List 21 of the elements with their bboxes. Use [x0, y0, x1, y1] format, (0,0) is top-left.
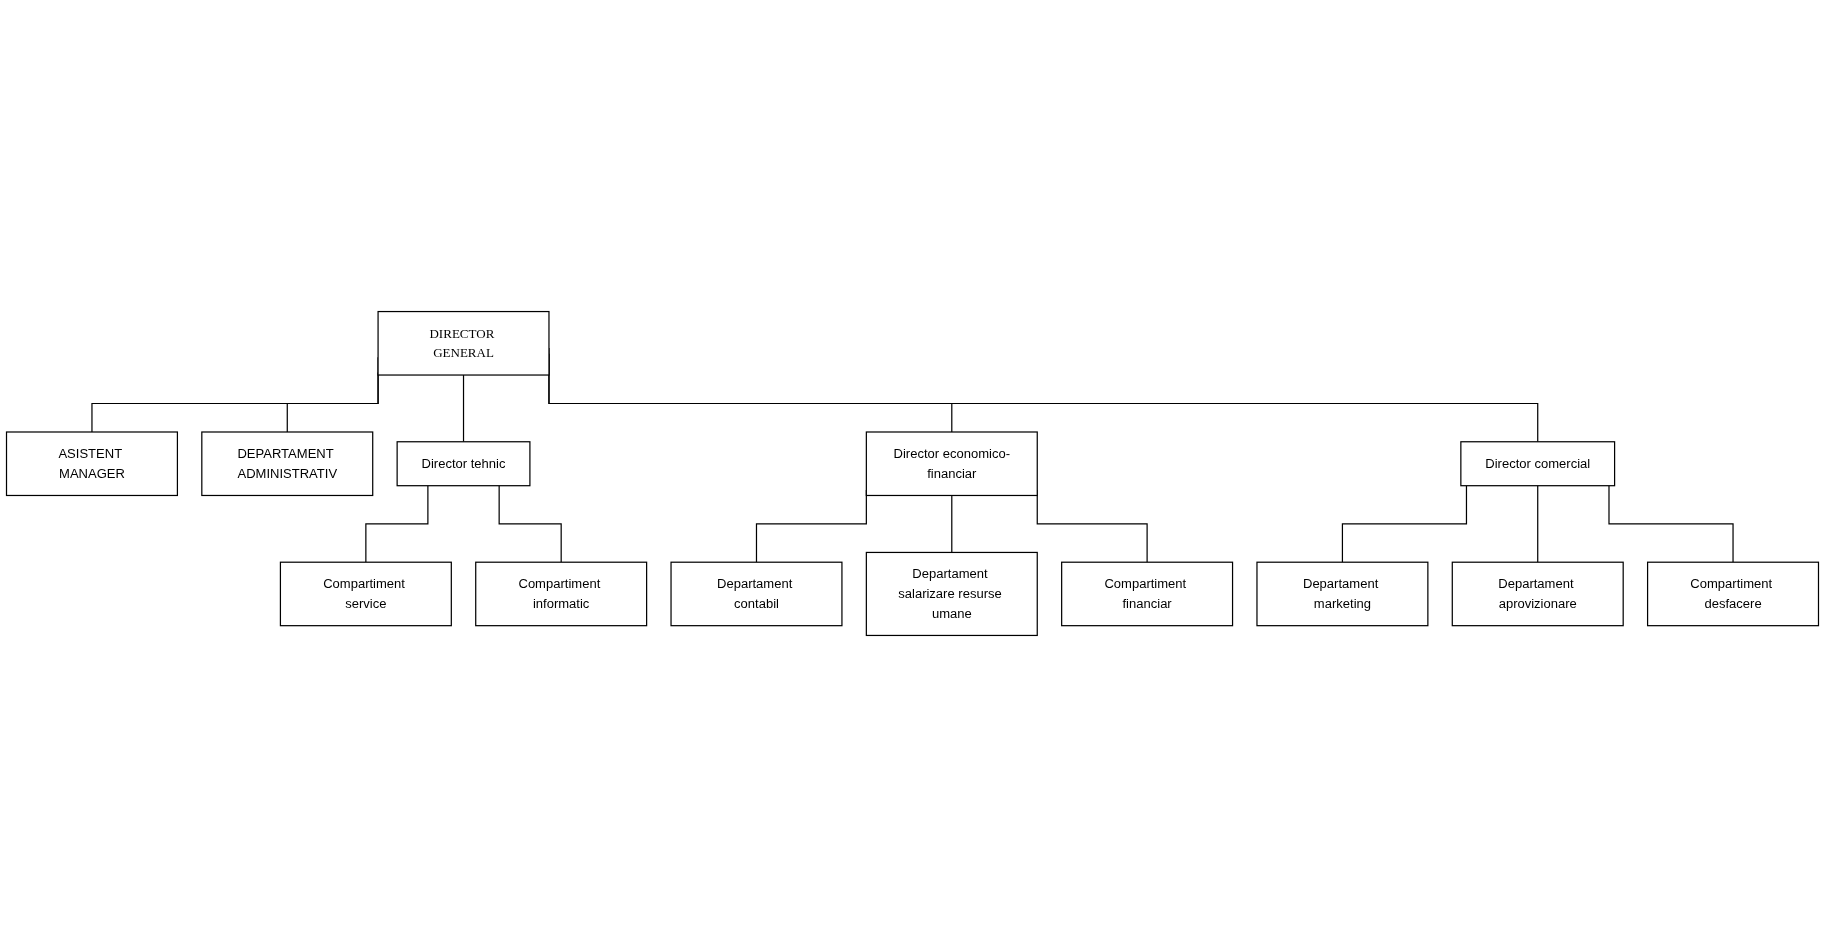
connector: [1608, 485, 1734, 563]
node-box: Compartiment financiar: [1061, 561, 1234, 627]
node-box: ASISTENT MANAGER: [5, 431, 178, 497]
node-box: DIRECTOR GENERAL: [377, 310, 550, 376]
node-box: Departament contabil: [670, 561, 843, 627]
node-box: Departament marketing: [1256, 561, 1429, 627]
node-box: DEPARTAMENT ADMINISTRATIV: [201, 431, 374, 497]
node-box: Director tehnic: [396, 441, 531, 487]
node-box: Director comercial: [1460, 441, 1616, 487]
connector: [1537, 485, 1539, 563]
node-box: Director economico-financiar: [865, 431, 1038, 497]
connector: [365, 485, 429, 563]
connector: [951, 494, 953, 554]
node-box: Compartiment informatic: [475, 561, 648, 627]
connector: [462, 374, 465, 443]
node-box: Compartiment service: [279, 561, 452, 627]
connector: [498, 485, 562, 563]
node-box: Compartiment desfacere: [1647, 561, 1820, 627]
node-box: Departament aprovizionare: [1451, 561, 1624, 627]
node-box: Departament salarizare resurse umane: [865, 551, 1038, 637]
connector: [1341, 485, 1468, 563]
